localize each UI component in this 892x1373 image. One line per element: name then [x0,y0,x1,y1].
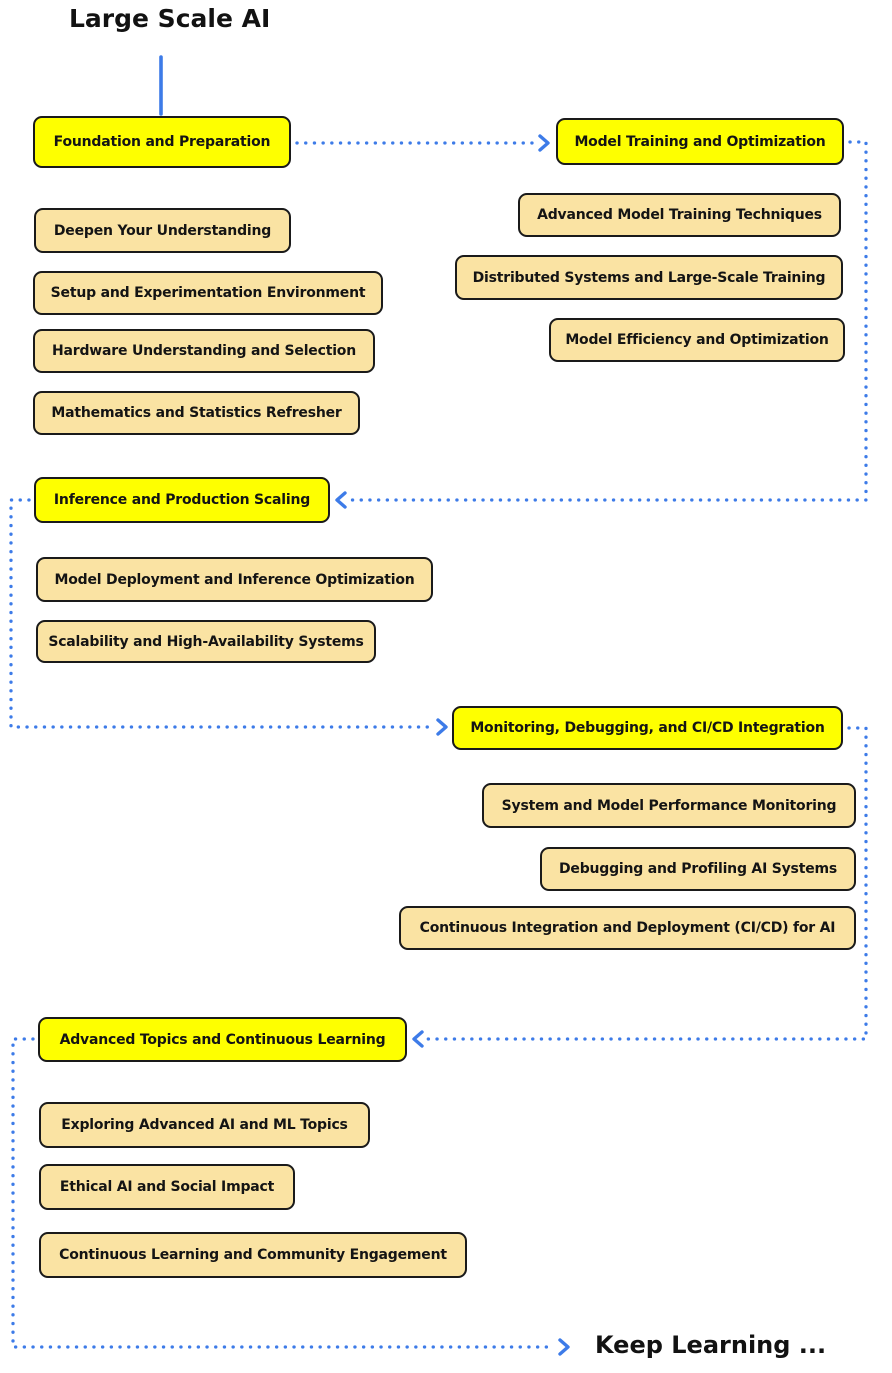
topic-model-training-and-optimization[interactable]: Model Training and Optimization [556,118,844,165]
keep-learning-label: Keep Learning ... [595,1331,827,1359]
subtopic-distributed-systems-and-large-scale-training[interactable]: Distributed Systems and Large-Scale Trai… [455,255,843,300]
topic-advanced-topics-and-continuous-learning[interactable]: Advanced Topics and Continuous Learning [38,1017,407,1062]
subtopic-exploring-advanced-ai-and-ml-topics[interactable]: Exploring Advanced AI and ML Topics [39,1102,370,1148]
topic-inference-and-production-scaling[interactable]: Inference and Production Scaling [34,477,330,523]
subtopic-debugging-and-profiling-ai-systems[interactable]: Debugging and Profiling AI Systems [540,847,856,891]
subtopic-setup-and-experimentation-environment[interactable]: Setup and Experimentation Environment [33,271,383,315]
subtopic-advanced-model-training-techniques[interactable]: Advanced Model Training Techniques [518,193,841,237]
topic-monitoring-debugging-cicd-integration[interactable]: Monitoring, Debugging, and CI/CD Integra… [452,706,843,750]
subtopic-mathematics-and-statistics-refresher[interactable]: Mathematics and Statistics Refresher [33,391,360,435]
subtopic-continuous-integration-and-deployment-cicd-for-ai[interactable]: Continuous Integration and Deployment (C… [399,906,856,950]
subtopic-model-efficiency-and-optimization[interactable]: Model Efficiency and Optimization [549,318,845,362]
subtopic-model-deployment-and-inference-optimization[interactable]: Model Deployment and Inference Optimizat… [36,557,433,602]
subtopic-deepen-your-understanding[interactable]: Deepen Your Understanding [34,208,291,253]
arrow-left-icon [412,1030,424,1048]
arrow-right-icon [558,1338,570,1356]
page-title: Large Scale AI [69,4,271,33]
subtopic-scalability-and-high-availability-systems[interactable]: Scalability and High-Availability System… [36,620,376,663]
arrow-right-icon [538,134,550,152]
subtopic-ethical-ai-and-social-impact[interactable]: Ethical AI and Social Impact [39,1164,295,1210]
subtopic-system-and-model-performance-monitoring[interactable]: System and Model Performance Monitoring [482,783,856,828]
subtopic-hardware-understanding-and-selection[interactable]: Hardware Understanding and Selection [33,329,375,373]
topic-foundation-and-preparation[interactable]: Foundation and Preparation [33,116,291,168]
arrow-left-icon [335,491,347,509]
subtopic-continuous-learning-and-community-engagement[interactable]: Continuous Learning and Community Engage… [39,1232,467,1278]
arrow-right-icon [436,718,448,736]
